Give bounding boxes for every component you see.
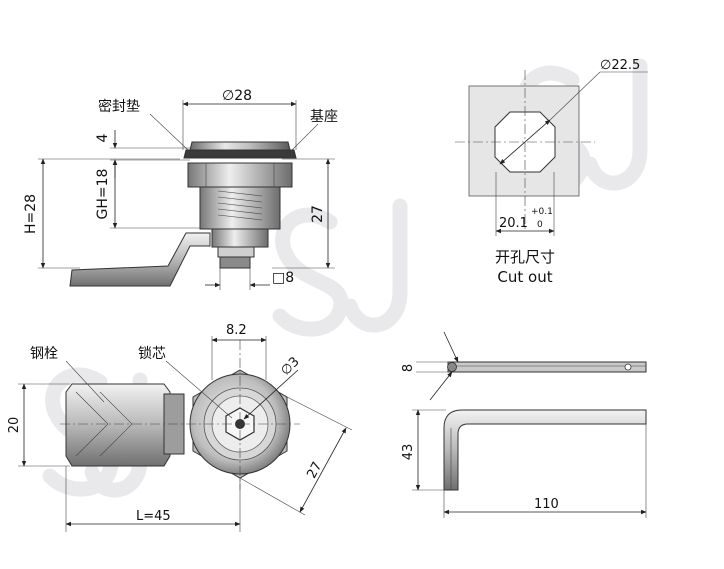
hex-nut [187, 162, 293, 188]
dim-20-1: 20.1 [499, 216, 528, 231]
tolerance-plus: +0.1 [531, 207, 553, 217]
cutout-title-en: Cut out [497, 268, 552, 286]
dia-22-5-dim: ∅22.5 [600, 58, 640, 73]
dim-8-key: 8 [401, 364, 416, 372]
dim-8-2: 8.2 [226, 323, 247, 338]
dim-h-28: H=28 [23, 194, 39, 234]
dia-28-dim: ∅28 [222, 88, 252, 104]
dim-gh-18: GH=18 [95, 169, 111, 220]
steel-bolt [65, 383, 171, 467]
dim-110: 110 [534, 497, 559, 512]
dim-27-side: 27 [310, 205, 326, 223]
dim-square-8: □8 [272, 270, 294, 286]
dim-43: 43 [401, 444, 416, 461]
dim-27-bottom: 27 [304, 460, 325, 482]
bolt-label: 钢栓 [30, 346, 58, 362]
dia-3-dim: ∅3 [278, 354, 302, 378]
cap [189, 141, 291, 151]
core-label: 锁芯 [138, 346, 166, 362]
cam-arm [69, 232, 211, 287]
l-key [443, 409, 647, 491]
gasket-label: 密封垫 [98, 98, 140, 115]
gasket [183, 149, 297, 159]
square-shaft [219, 256, 251, 269]
side-view: 密封垫 基座 ∅28 4 GH=18 H=28 27 □8 [23, 88, 338, 290]
cutout-view: ∅22.5 20.1 +0.1 0 开孔尺寸 Cut out [455, 58, 648, 286]
dim-4: 4 [95, 133, 111, 142]
base-label: 基座 [310, 108, 338, 125]
cutout-title-cn: 开孔尺寸 [495, 248, 555, 266]
dim-20: 20 [7, 417, 22, 434]
key-edge-view [447, 361, 647, 373]
tolerance-zero: 0 [537, 220, 543, 230]
dim-l-45: L=45 [136, 509, 171, 524]
lock-body [199, 186, 281, 230]
key-view: 8 43 110 [401, 331, 647, 518]
